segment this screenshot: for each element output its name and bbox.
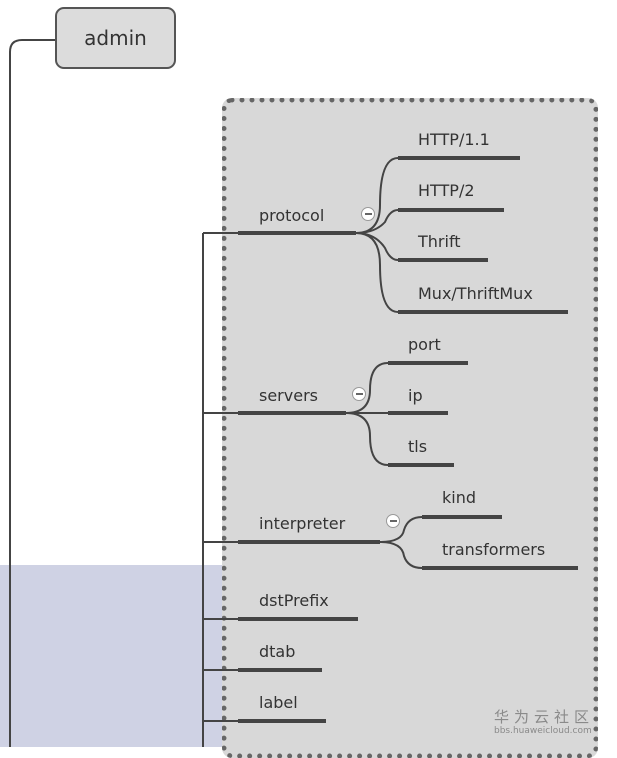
leaf-label-thrift[interactable]: Thrift	[418, 232, 461, 251]
collapse-protocol-icon[interactable]	[361, 207, 375, 221]
root-node-admin[interactable]: admin	[55, 7, 176, 69]
leaf-underline-port	[388, 361, 468, 365]
leaf-label-port[interactable]: port	[408, 335, 441, 354]
leaf-underline-tls	[388, 463, 454, 467]
branch-label-interpreter[interactable]: interpreter	[259, 514, 346, 533]
connector-muxthriftmux	[355, 232, 399, 313]
leaf-label-http11[interactable]: HTTP/1.1	[418, 130, 490, 149]
watermark-site-name: 华为云社区	[494, 708, 595, 726]
collapse-servers-icon[interactable]	[352, 387, 366, 401]
branch-label-protocol[interactable]: protocol	[259, 206, 325, 225]
branch-underline-label	[238, 719, 326, 723]
leaf-underline-http2	[398, 208, 504, 212]
leaf-label-muxthriftmux[interactable]: Mux/ThriftMux	[418, 284, 533, 303]
branch-label-servers[interactable]: servers	[259, 386, 318, 405]
branch-label-label[interactable]: label	[259, 693, 298, 712]
connector-http2	[355, 209, 399, 234]
leaf-label-kind[interactable]: kind	[442, 488, 477, 507]
root-trunk-line	[9, 39, 55, 747]
leaf-label-http2[interactable]: HTTP/2	[418, 181, 475, 200]
leaf-label-transformers[interactable]: transformers	[442, 540, 546, 559]
branch-underline-interpreter	[238, 540, 380, 544]
branch-underline-dtab	[238, 668, 322, 672]
connector-tls	[345, 412, 389, 466]
connector-port	[345, 362, 389, 414]
leaf-underline-kind	[422, 515, 502, 519]
branch-label-dtab[interactable]: dtab	[259, 642, 296, 661]
root-node-label: admin	[84, 26, 147, 50]
leaf-label-tls[interactable]: tls	[408, 437, 428, 456]
leaf-underline-thrift	[398, 258, 488, 262]
connector-kind	[379, 516, 423, 543]
leaf-underline-http11	[398, 156, 520, 160]
leaf-underline-transformers	[422, 566, 578, 570]
leaf-underline-muxthriftmux	[398, 310, 568, 314]
collapse-interpreter-icon[interactable]	[386, 514, 400, 528]
watermark-site-url: bbs.huaweicloud.com	[494, 726, 592, 736]
connector-http11	[355, 157, 399, 234]
leaf-label-ip[interactable]: ip	[408, 386, 423, 405]
leaf-underline-ip	[388, 411, 448, 415]
branch-underline-protocol	[238, 231, 356, 235]
connector-transformers	[379, 541, 423, 569]
branch-underline-servers	[238, 411, 346, 415]
branch-underline-dstprefix	[238, 617, 358, 621]
watermark-shade-left	[0, 565, 234, 747]
branch-label-dstprefix[interactable]: dstPrefix	[259, 591, 329, 610]
